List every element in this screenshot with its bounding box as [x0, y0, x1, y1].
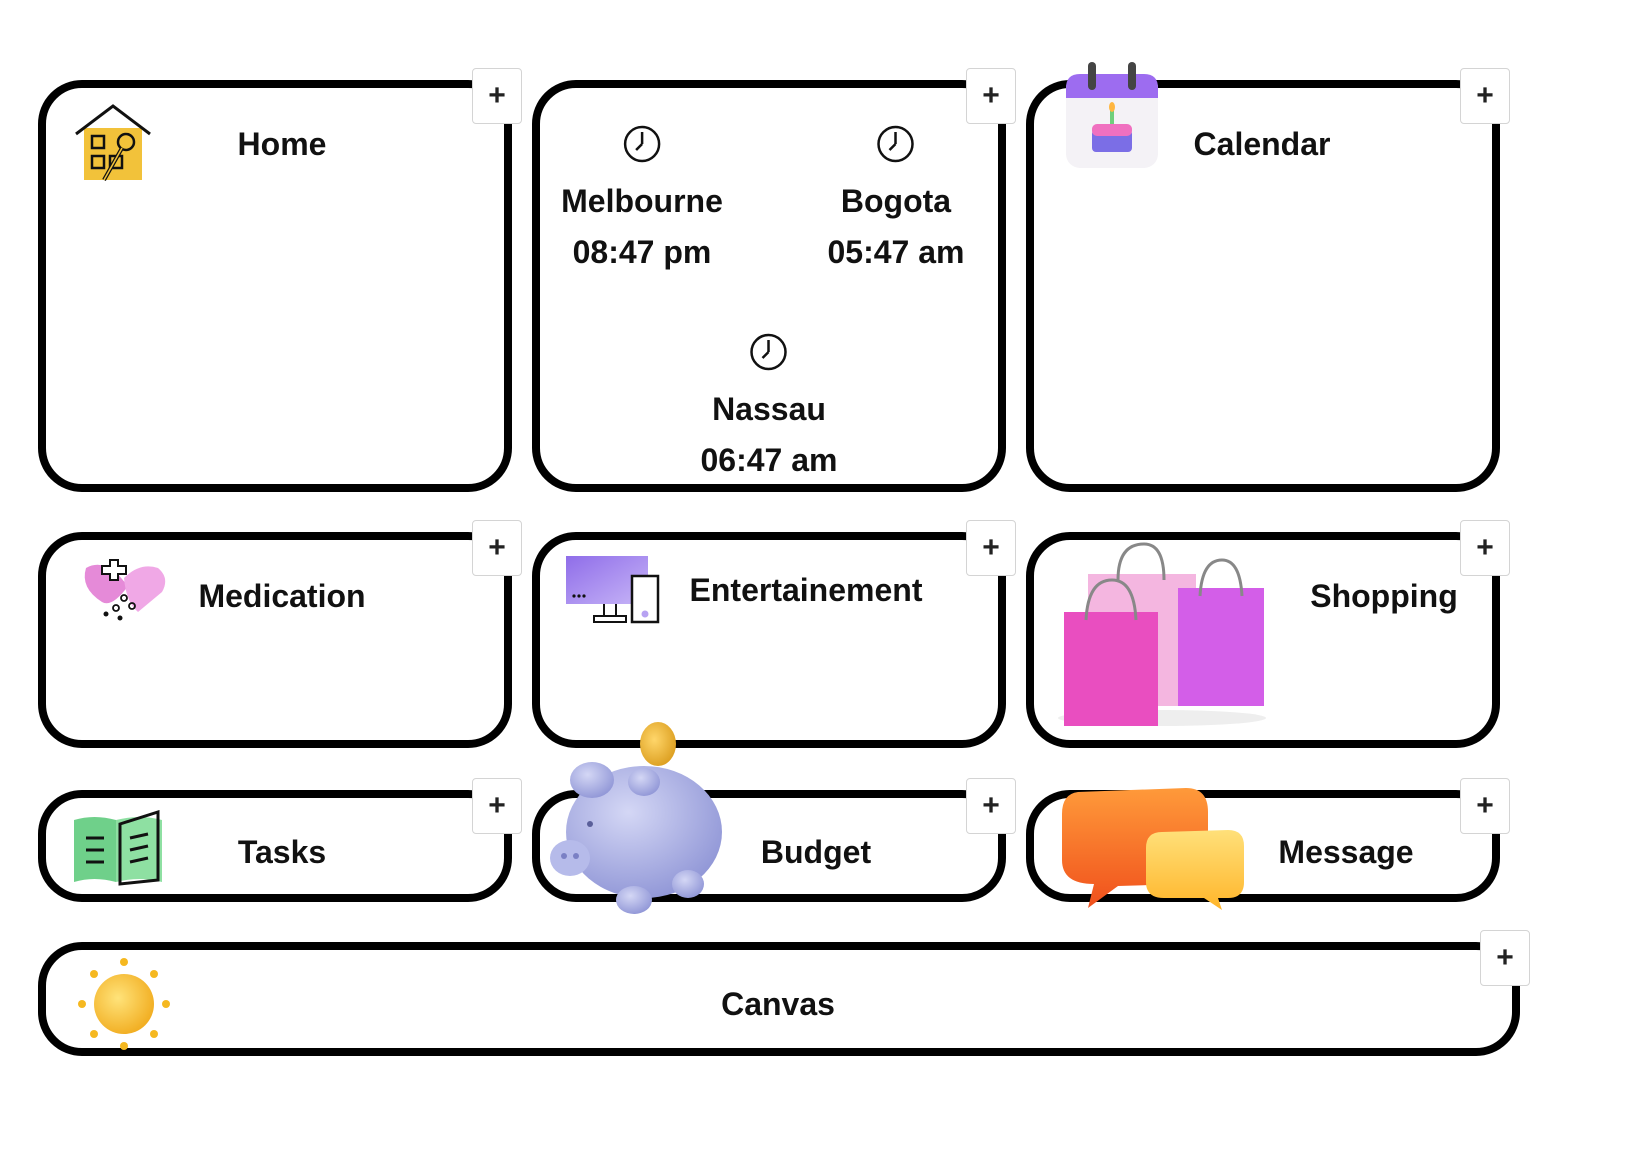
clock-nassau: Nassau 06:47 am — [700, 332, 838, 479]
sun-icon — [78, 958, 170, 1050]
home-tools-icon — [75, 104, 151, 181]
clock-city: Melbourne — [561, 183, 723, 219]
add-button-entertainment[interactable]: + — [966, 520, 1016, 576]
piggy-bank-icon — [550, 722, 722, 914]
clock-melbourne: Melbourne 08:47 pm — [561, 124, 723, 271]
home-card[interactable]: Home — [38, 80, 512, 492]
card-title: Canvas — [721, 986, 835, 1022]
add-button-budget[interactable]: + — [966, 778, 1016, 834]
clock-icon — [877, 125, 915, 163]
clock-icon — [623, 125, 661, 163]
clock-time: 06:47 am — [700, 442, 838, 478]
canvas-card[interactable]: Canvas — [38, 942, 1520, 1056]
world-clocks-card[interactable]: Melbourne 08:47 pm Bogota 05:47 am Nassa… — [532, 80, 1006, 492]
add-button-message[interactable]: + — [1460, 778, 1510, 834]
add-button-canvas[interactable]: + — [1480, 930, 1530, 986]
add-button-home[interactable]: + — [472, 68, 522, 124]
add-button-clocks[interactable]: + — [966, 68, 1016, 124]
card-title: Tasks — [237, 834, 327, 870]
clock-time: 05:47 am — [827, 234, 965, 270]
clock-city: Nassau — [712, 391, 826, 427]
shopping-bags-icon — [1058, 542, 1266, 726]
add-button-calendar[interactable]: + — [1460, 68, 1510, 124]
chat-bubbles-icon — [1062, 788, 1244, 910]
add-button-shopping[interactable]: + — [1460, 520, 1510, 576]
clock-city: Bogota — [840, 183, 952, 219]
card-title: Medication — [198, 578, 366, 614]
clock-icon — [750, 333, 788, 371]
add-button-tasks[interactable]: + — [472, 778, 522, 834]
monitor-phone-icon — [566, 556, 660, 624]
card-title: Shopping — [1310, 578, 1458, 614]
entertainment-card[interactable]: Entertainement — [532, 532, 1006, 748]
open-book-icon — [74, 810, 162, 886]
clock-time: 08:47 pm — [572, 234, 712, 270]
birthday-calendar-icon — [1066, 62, 1158, 168]
card-title: Home — [237, 126, 327, 162]
card-title: Message — [1278, 834, 1414, 870]
clock-bogota: Bogota 05:47 am — [827, 124, 965, 271]
medication-card[interactable]: Medication — [38, 532, 512, 748]
card-title: Calendar — [1193, 126, 1331, 162]
card-title: Entertainement — [689, 572, 923, 608]
tasks-card[interactable]: Tasks — [38, 790, 512, 902]
card-title: Budget — [760, 834, 872, 870]
pills-icon — [84, 559, 166, 621]
add-button-medication[interactable]: + — [472, 520, 522, 576]
